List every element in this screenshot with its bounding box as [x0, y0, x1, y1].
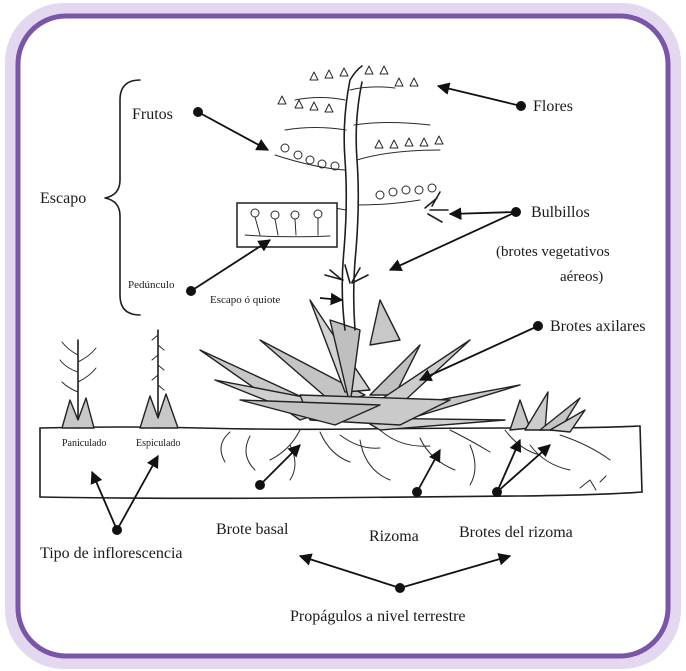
label-espiculado: Espiculado [136, 438, 180, 449]
label-propagulos: Propágulos a nivel terrestre [290, 608, 466, 625]
peduncle-inset [237, 203, 337, 247]
label-paniculado: Paniculado [62, 438, 106, 449]
label-brotes-axilares: Brotes axilares [550, 318, 646, 335]
label-brotes-del-rizoma: Brotes del rizoma [459, 524, 573, 541]
label-bulbillos: Bulbillos [531, 204, 590, 221]
label-brotes-vegetativos-1: (brotes vegetativos [496, 244, 610, 260]
label-tipo-inflorescencia: Tipo de inflorescencia [40, 545, 182, 562]
label-brotes-vegetativos-2: aéreos) [560, 269, 603, 285]
label-rizoma: Rizoma [369, 528, 419, 545]
label-brote-basal: Brote basal [216, 521, 289, 538]
label-pedunculo: Pedúnculo [128, 279, 175, 291]
label-flores: Flores [533, 98, 573, 115]
label-frutos: Frutos [132, 106, 173, 123]
label-escapo: Escapo [40, 190, 86, 207]
label-escapo-quiote: Escapo ó quiote [210, 294, 280, 306]
